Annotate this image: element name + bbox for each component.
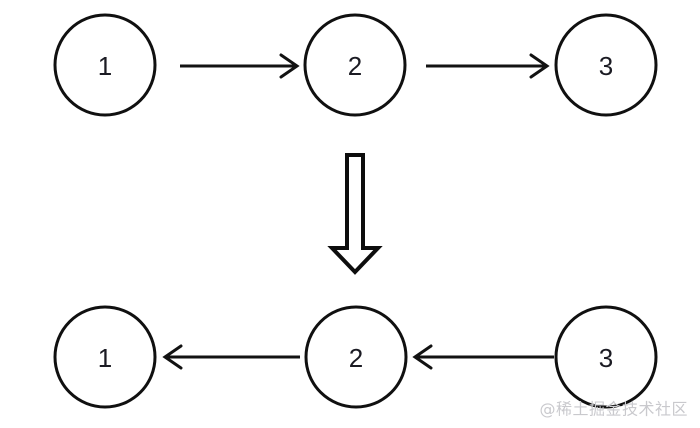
- node-before-3[interactable]: 3: [554, 13, 658, 117]
- node-circle[interactable]: [554, 13, 658, 117]
- node-label: 1: [98, 343, 112, 373]
- node-label: 3: [599, 343, 613, 373]
- arrowhead-left-icon: [162, 344, 183, 370]
- node-label: 1: [98, 51, 112, 81]
- arrow-2-to-3: [426, 53, 550, 79]
- arrow-3-to-2: [412, 344, 554, 370]
- arrowhead-right-icon: [279, 53, 300, 79]
- block-arrow-shape: [327, 153, 383, 275]
- node-after-3[interactable]: 3: [554, 305, 658, 409]
- node-after-2[interactable]: 2: [304, 305, 408, 409]
- node-label: 2: [349, 343, 363, 373]
- arrow-1-to-2: [180, 53, 300, 79]
- down-block-arrow-icon: [327, 153, 383, 275]
- node-before-1[interactable]: 1: [53, 13, 157, 117]
- node-before-2[interactable]: 2: [303, 13, 407, 117]
- node-circle[interactable]: [53, 13, 157, 117]
- node-label: 3: [599, 51, 613, 81]
- watermark: @稀土掘金技术社区: [539, 400, 688, 419]
- arrowhead-left-icon: [412, 344, 433, 370]
- node-after-1[interactable]: 1: [53, 305, 157, 409]
- node-circle[interactable]: [303, 13, 407, 117]
- arrow-2-to-1: [162, 344, 300, 370]
- node-label: 2: [348, 51, 362, 81]
- arrowhead-right-icon: [529, 53, 550, 79]
- before-row: 1 2 3: [53, 13, 658, 117]
- node-circle[interactable]: [304, 305, 408, 409]
- node-circle[interactable]: [554, 305, 658, 409]
- after-row: 1 2 3: [53, 305, 658, 409]
- node-circle[interactable]: [53, 305, 157, 409]
